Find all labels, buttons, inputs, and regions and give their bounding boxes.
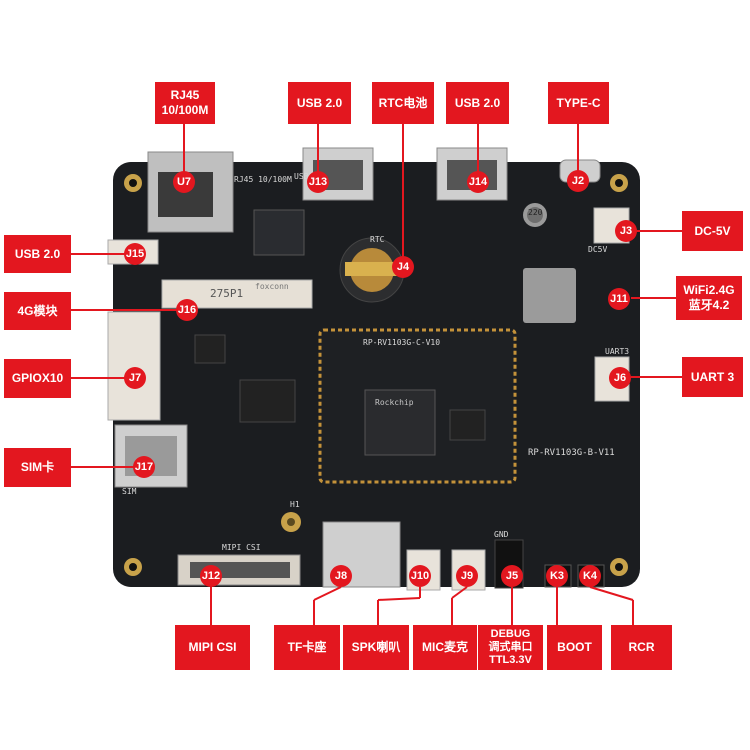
- badge-j14: J14: [467, 171, 489, 193]
- label-mic: MIC麦克: [413, 625, 477, 670]
- silk-foxconn: foxconn: [255, 282, 289, 291]
- wifi-module: [523, 268, 576, 323]
- silk-dcin: DC5V: [588, 245, 608, 254]
- badge-j13: J13: [307, 171, 329, 193]
- badge-j4: J4: [392, 256, 414, 278]
- label-rj45: RJ45 10/100M: [155, 82, 215, 124]
- label-wifi: WiFi2.4G 蓝牙4.2: [676, 276, 742, 320]
- badge-j17: J17: [133, 456, 155, 478]
- label-rtc: RTC电池: [372, 82, 434, 124]
- ic: [194, 334, 226, 364]
- silk-rtc: RTC: [370, 235, 385, 244]
- label-usb-left: USB 2.0: [4, 235, 71, 273]
- badge-k3: K3: [546, 565, 568, 587]
- label-dc5v: DC-5V: [682, 211, 743, 251]
- soc-chip: [364, 389, 436, 456]
- badge-j7: J7: [124, 367, 146, 389]
- gpio-header-j7: [107, 311, 161, 421]
- badge-k4: K4: [579, 565, 601, 587]
- silk-core-module: RP-RV1103G-C-V10: [363, 338, 441, 347]
- label-mipi: MIPI CSI: [175, 625, 250, 670]
- label-uart3: UART 3: [682, 357, 743, 397]
- label-rcr: RCR: [611, 625, 672, 670]
- badge-j8: J8: [330, 565, 352, 587]
- label-boot: BOOT: [547, 625, 602, 670]
- badge-j10: J10: [409, 565, 431, 587]
- silk-sim: SIM: [122, 487, 137, 496]
- badge-j6: J6: [609, 367, 631, 389]
- silk-board-name: RP-RV1103G-B-V11: [528, 448, 615, 458]
- silk-uart3: UART3: [605, 347, 630, 356]
- label-tf: TF卡座: [274, 625, 340, 670]
- label-usb-top-right: USB 2.0: [446, 82, 509, 124]
- silk-soc-brand: Rockchip: [375, 398, 414, 407]
- badge-j5: J5: [501, 565, 523, 587]
- label-debug: DEBUG 调式串口 TTL3.3V: [478, 625, 543, 670]
- label-typec: TYPE-C: [548, 82, 609, 124]
- label-spk: SPK喇叭: [343, 625, 409, 670]
- label-gpio: GPIOX10: [4, 359, 71, 398]
- badge-j9: J9: [456, 565, 478, 587]
- badge-u7: U7: [173, 171, 195, 193]
- badge-j2: J2: [567, 170, 589, 192]
- silk-cap: 220: [528, 208, 543, 217]
- ic: [239, 379, 296, 423]
- badge-j11: J11: [608, 288, 630, 310]
- silk-mipi: MIPI CSI: [222, 543, 261, 552]
- badge-j3: J3: [615, 220, 637, 242]
- silk-rj45: RJ45 10/100M: [234, 175, 292, 184]
- badge-j16: J16: [176, 299, 198, 321]
- badge-j12: J12: [200, 565, 222, 587]
- label-usb-top-left: USB 2.0: [288, 82, 351, 124]
- silk-fpc: 275P1: [210, 287, 244, 300]
- ethernet-transformer: [253, 209, 305, 256]
- silk-h1: H1: [290, 500, 300, 509]
- label-4g: 4G模块: [4, 292, 71, 330]
- label-sim: SIM卡: [4, 448, 71, 487]
- badge-j15: J15: [124, 243, 146, 265]
- silk-gnd: GND: [494, 530, 509, 539]
